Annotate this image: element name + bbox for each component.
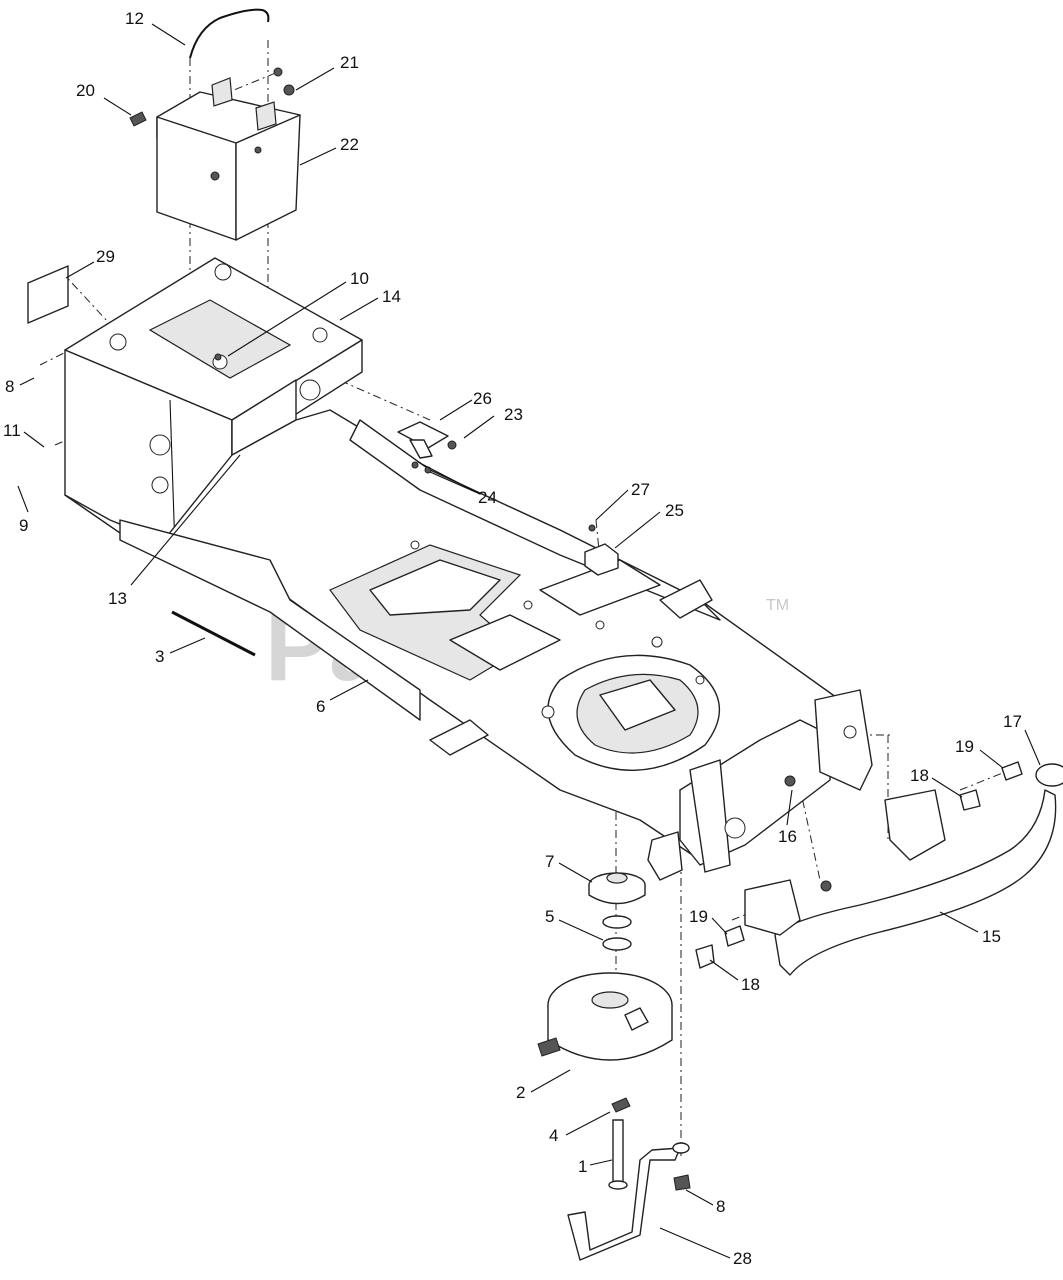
callout-labels: 12 20 21 22 29 10 14 8 11 9 26 23 24 27 … bbox=[3, 9, 1022, 1268]
leader-lines bbox=[17, 23, 1041, 1259]
rear-frame-battery-tray bbox=[64, 257, 363, 556]
callout-19-upper: 19 bbox=[955, 737, 974, 756]
battery bbox=[156, 77, 301, 241]
front-axle-brackets bbox=[647, 689, 873, 881]
callout-20: 20 bbox=[76, 81, 95, 100]
callout-19-lower: 19 bbox=[689, 907, 708, 926]
callout-21: 21 bbox=[340, 53, 359, 72]
decal-label bbox=[27, 265, 69, 324]
callout-18-upper: 18 bbox=[910, 766, 929, 785]
callout-10: 10 bbox=[350, 269, 369, 288]
callout-6: 6 bbox=[316, 697, 325, 716]
electric-pto-clutch bbox=[537, 972, 673, 1061]
callout-16: 16 bbox=[778, 827, 797, 846]
battery-hardware bbox=[129, 67, 295, 127]
callout-28: 28 bbox=[733, 1249, 752, 1268]
callout-24: 24 bbox=[478, 488, 497, 507]
callout-9: 9 bbox=[19, 516, 28, 535]
front-axle bbox=[695, 761, 1063, 976]
callout-5: 5 bbox=[545, 907, 554, 926]
watermark-trademark: TM bbox=[766, 597, 789, 614]
callout-12: 12 bbox=[125, 9, 144, 28]
callout-8-front: 8 bbox=[716, 1197, 725, 1216]
seat-switch-assembly bbox=[397, 421, 457, 474]
spacer-washers bbox=[602, 915, 632, 951]
battery-hold-down-rod bbox=[189, 8, 270, 59]
callout-4: 4 bbox=[549, 1126, 558, 1145]
pulley bbox=[588, 872, 646, 905]
cable-tie bbox=[171, 610, 256, 657]
callout-8-rear: 8 bbox=[5, 377, 14, 396]
callout-27: 27 bbox=[631, 480, 650, 499]
callout-11: 11 bbox=[3, 421, 21, 440]
callout-3: 3 bbox=[155, 647, 164, 666]
callout-23: 23 bbox=[504, 405, 523, 424]
callout-22: 22 bbox=[340, 135, 359, 154]
callout-26: 26 bbox=[473, 389, 492, 408]
callout-2: 2 bbox=[516, 1083, 525, 1102]
callout-1: 1 bbox=[578, 1157, 587, 1176]
clutch-anti-rotation-bracket bbox=[567, 1142, 691, 1261]
interlock-switch bbox=[584, 524, 619, 576]
callout-7: 7 bbox=[545, 852, 554, 871]
callout-15: 15 bbox=[982, 927, 1001, 946]
callout-17: 17 bbox=[1003, 712, 1022, 731]
callout-14: 14 bbox=[382, 287, 401, 306]
main-frame bbox=[64, 409, 861, 861]
callout-29: 29 bbox=[96, 247, 115, 266]
callout-13: 13 bbox=[108, 589, 127, 608]
callout-18-lower: 18 bbox=[741, 975, 760, 994]
callout-25: 25 bbox=[665, 501, 684, 520]
clutch-bolt-and-washer bbox=[608, 1097, 631, 1190]
